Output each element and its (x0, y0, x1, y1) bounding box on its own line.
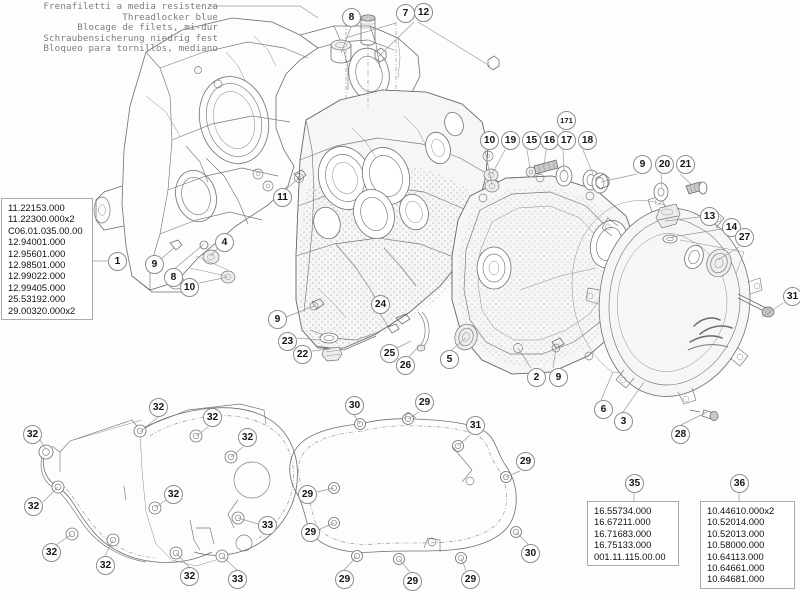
callout-32b[interactable]: 32 (149, 398, 168, 417)
callout-9[interactable]: 9 (633, 155, 652, 174)
callout-9d[interactable]: 9 (549, 368, 568, 387)
callout-20[interactable]: 20 (655, 155, 674, 174)
part-number: 16.67211.000 (594, 516, 651, 528)
part-number: 16.55734.000 (594, 505, 652, 516)
callout-32d[interactable]: 32 (238, 428, 257, 447)
part-number: 10.64661.000 (707, 561, 765, 573)
part-number: 10.64113.000 (707, 550, 764, 562)
callout-32g[interactable]: 32 (96, 556, 115, 575)
part-number: 16.75133.000 (594, 539, 652, 551)
callout-6[interactable]: 6 (594, 400, 613, 419)
callout-13[interactable]: 13 (700, 207, 719, 226)
note-line-de: Schraubensicherung niedrig fest (43, 32, 218, 44)
callout-4[interactable]: 4 (215, 233, 234, 252)
callout-32f[interactable]: 32 (42, 543, 61, 562)
part-number: 10.52013.000 (707, 527, 765, 539)
callout-29d[interactable]: 29 (301, 523, 320, 542)
callout-3[interactable]: 3 (614, 412, 633, 431)
part-number: 11.22300.000x2 (8, 213, 75, 225)
callout-33b[interactable]: 33 (228, 570, 247, 589)
callout-10b[interactable]: 10 (180, 278, 199, 297)
part-number: 12.95601.000 (8, 247, 66, 259)
threadlocker-note: Frenafiletti a media resistenza Threadlo… (6, 1, 218, 55)
callout-29e[interactable]: 29 (335, 570, 354, 589)
callout-5[interactable]: 5 (440, 350, 459, 369)
part-number: 12.99022.000 (8, 270, 66, 282)
part-number: 12.98501.000 (8, 258, 66, 270)
callout-32i[interactable]: 32 (180, 567, 199, 586)
callout-32h[interactable]: 32 (164, 485, 183, 504)
callout-24[interactable]: 24 (371, 295, 390, 314)
callout-29c[interactable]: 29 (298, 485, 317, 504)
callout-28[interactable]: 28 (671, 425, 690, 444)
callout-33a[interactable]: 33 (258, 516, 277, 535)
part-number: 11.22153.000 (8, 202, 65, 213)
callout-31[interactable]: 31 (783, 287, 800, 306)
callout-2[interactable]: 2 (527, 368, 546, 387)
callout-26[interactable]: 26 (396, 356, 415, 375)
callout-23[interactable]: 23 (278, 332, 297, 351)
part-number: 10.58000.000 (707, 539, 765, 551)
part-number: 12.94001.000 (8, 236, 66, 248)
callout-36[interactable]: 36 (730, 474, 749, 493)
callout-7[interactable]: 7 (396, 4, 415, 23)
part-number: 001.11.115.00.00 (594, 550, 666, 562)
note-line-es: Bloqueo para tornillos, mediano (43, 43, 218, 55)
callout-19[interactable]: 19 (501, 131, 520, 150)
note-line-en: Threadlocker blue (122, 11, 218, 23)
callout-35[interactable]: 35 (625, 474, 644, 493)
callout-31b[interactable]: 31 (466, 416, 485, 435)
note-line-fr: Blocage de filets, mi-dur (77, 22, 218, 34)
callout-8[interactable]: 8 (342, 8, 361, 27)
callout-29b[interactable]: 29 (516, 452, 535, 471)
callout-32c[interactable]: 32 (203, 408, 222, 427)
callout-18[interactable]: 18 (578, 131, 597, 150)
callout-11[interactable]: 11 (273, 188, 292, 207)
note-line-it: Frenafiletti a media resistenza (43, 1, 218, 12)
callout-1[interactable]: 1 (108, 252, 127, 271)
callout-21[interactable]: 21 (676, 155, 695, 174)
callout-32e[interactable]: 32 (24, 497, 43, 516)
callout-15[interactable]: 15 (522, 131, 541, 150)
callout-17[interactable]: 17 (557, 131, 576, 150)
callout-30b[interactable]: 30 (521, 544, 540, 563)
callout-27[interactable]: 27 (735, 228, 754, 247)
callout-10[interactable]: 10 (480, 131, 499, 150)
part-number: 25.53192.000 (8, 293, 66, 305)
callout-171[interactable]: 171 (557, 111, 576, 130)
callout-22[interactable]: 22 (293, 345, 312, 364)
callout-12b[interactable]: 12 (414, 3, 433, 22)
callout-32a[interactable]: 32 (23, 425, 42, 444)
callout-30a[interactable]: 30 (345, 396, 364, 415)
callout-9b[interactable]: 9 (145, 255, 164, 274)
callout-29f[interactable]: 29 (403, 572, 422, 591)
part-number: 10.44610.000x2 (707, 505, 775, 516)
part-number: 10.52014.000 (707, 516, 765, 528)
callout-29a[interactable]: 29 (415, 393, 434, 412)
part-number: 16.71683.000 (594, 527, 652, 539)
callout-29g[interactable]: 29 (461, 570, 480, 589)
part-number: 12.99405.000 (8, 281, 66, 293)
part-number: C06.01.035.00.00 (8, 224, 83, 236)
part-number: 10.64681.000 (707, 573, 765, 585)
callout-9c[interactable]: 9 (268, 310, 287, 329)
part-number: 29.00320.000x2 (8, 304, 76, 316)
